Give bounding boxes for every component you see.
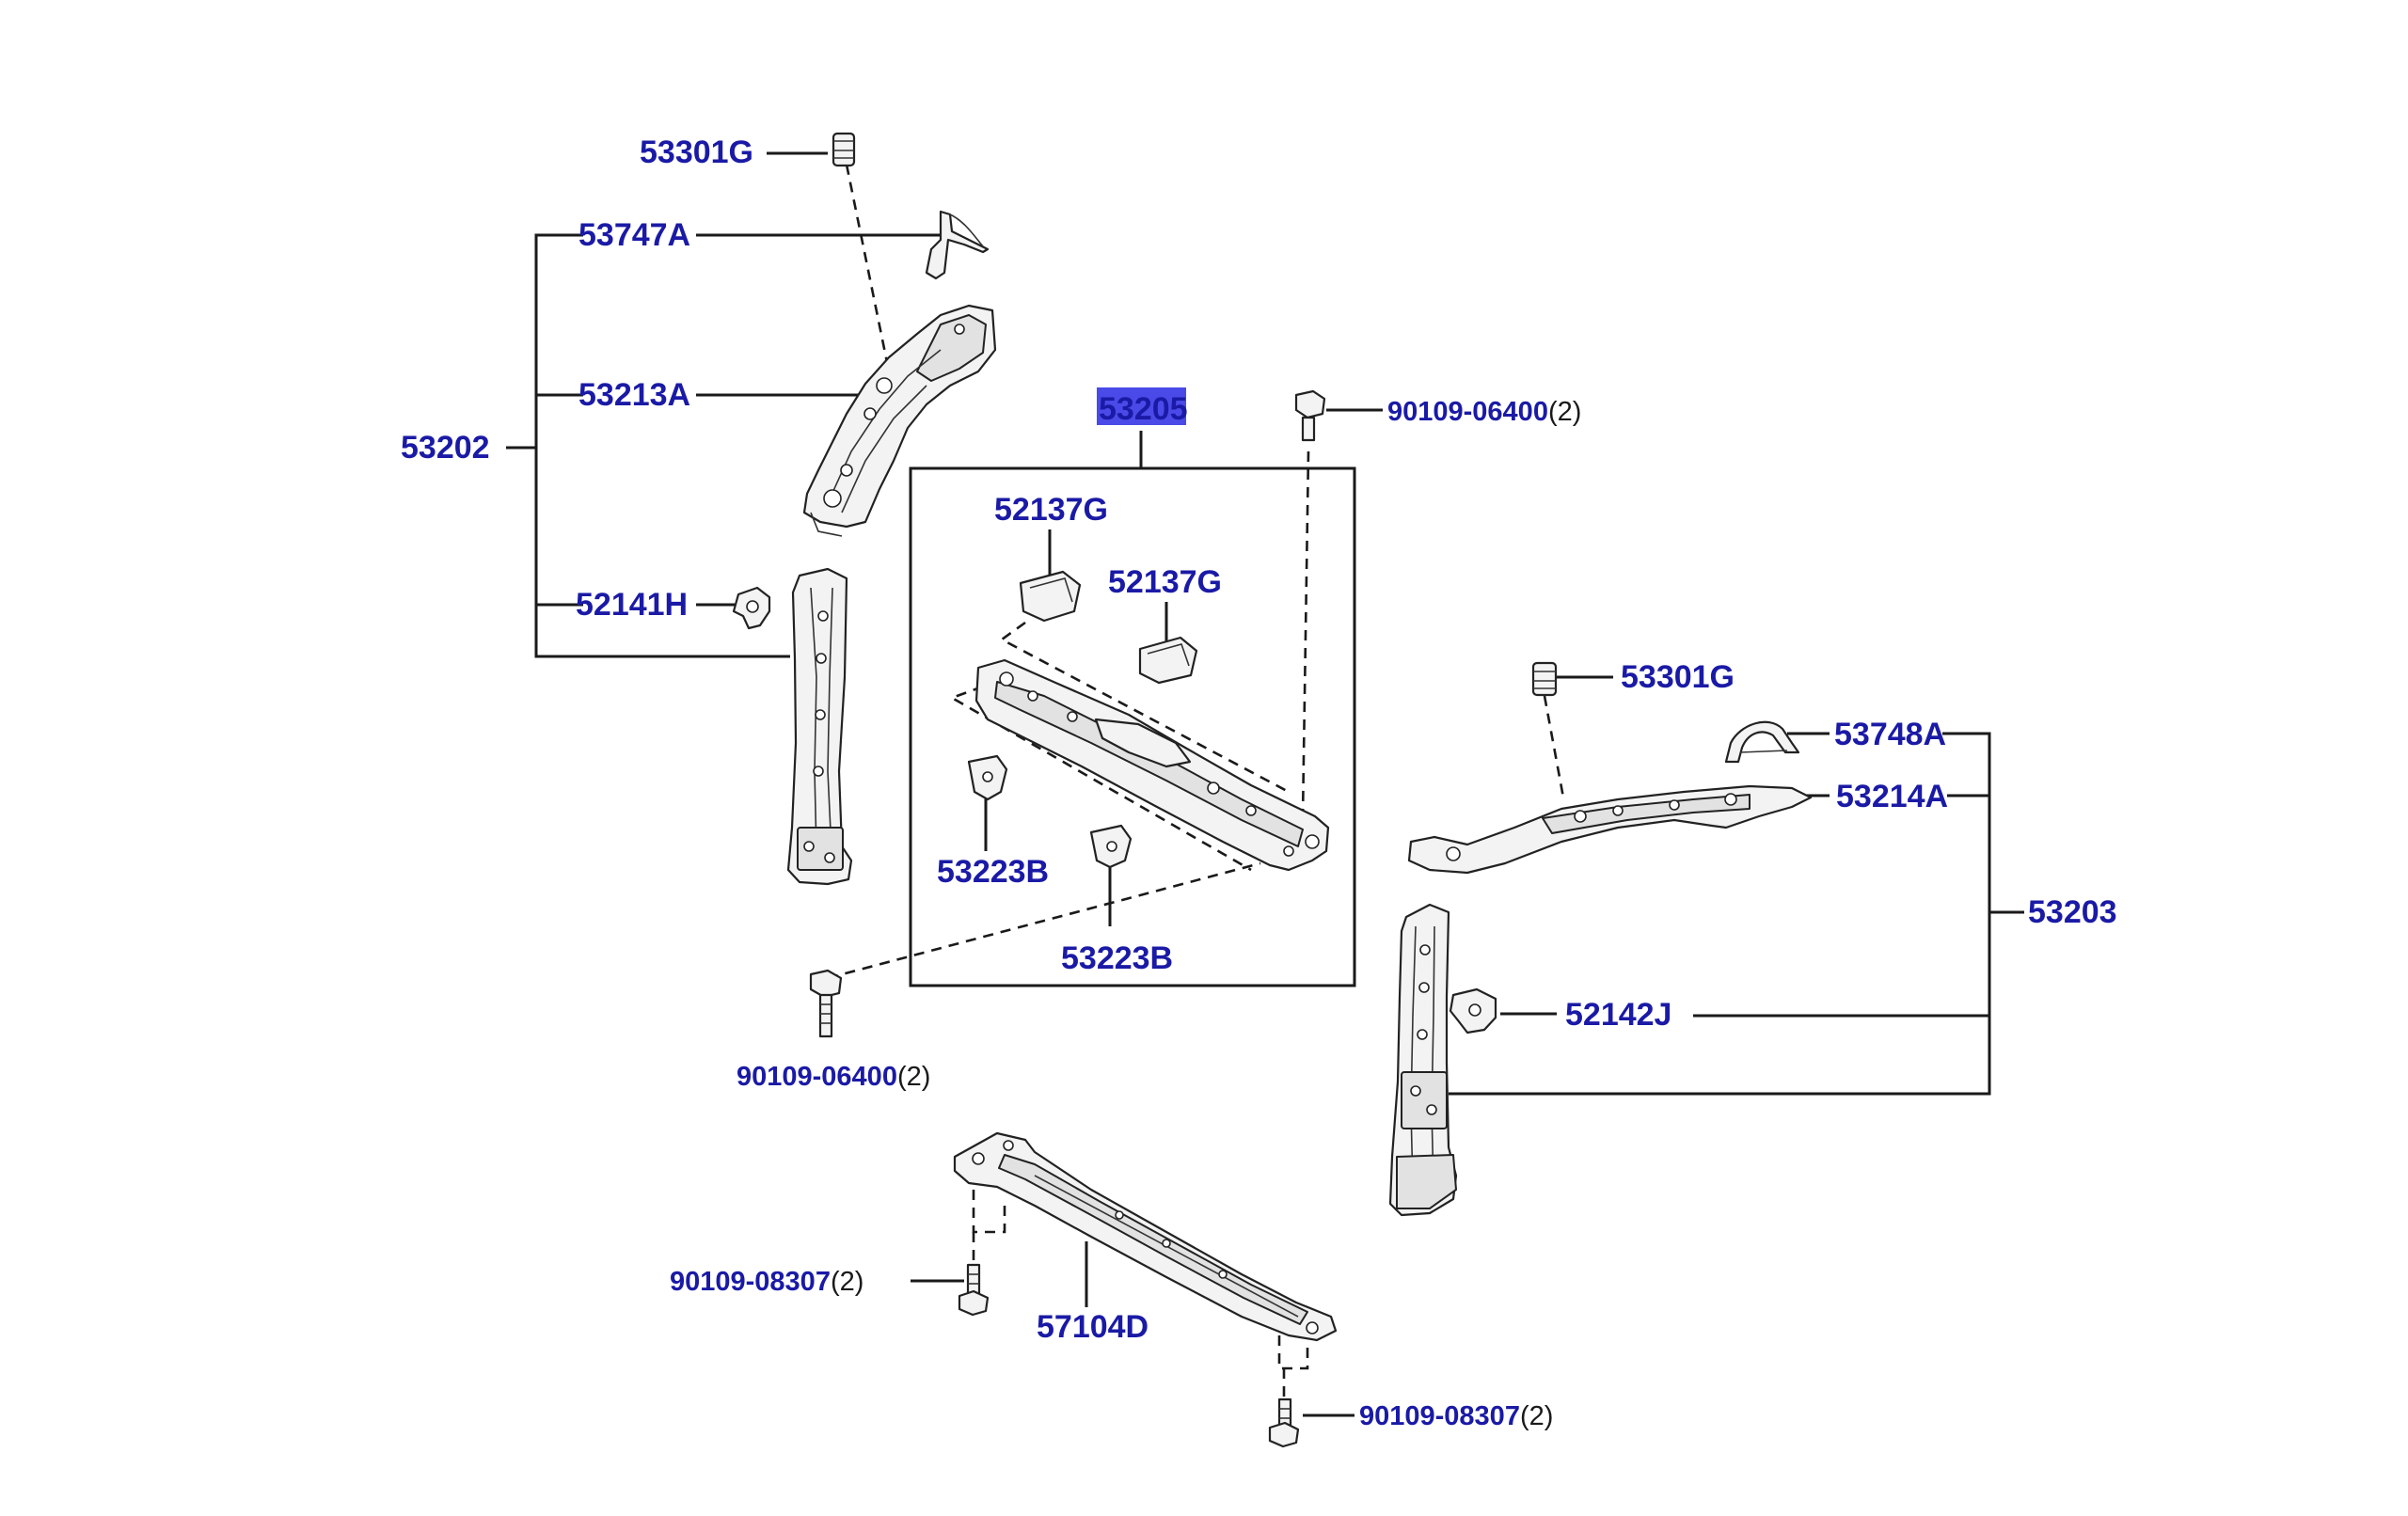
- label-52137g-1[interactable]: 52137G: [994, 492, 1108, 528]
- part-number: 90109-06400: [1387, 397, 1548, 427]
- label-90109-06400-mid[interactable]: 90109-06400(2): [737, 1062, 930, 1092]
- bump-stop-53301g-left: [832, 132, 856, 167]
- label-90109-08307-left[interactable]: 90109-08307(2): [670, 1267, 863, 1297]
- lower-member-57104d: [911, 1131, 1354, 1417]
- part-labels: 53301G 53747A 53213A 53202 52141H 53205 …: [401, 134, 2117, 1431]
- bracket-53223b-2: [1089, 824, 1133, 869]
- part-number: 90109-08307: [670, 1267, 831, 1297]
- label-53203[interactable]: 53203: [2028, 894, 2117, 930]
- center-assembly-53205: [809, 387, 1383, 1038]
- clip-53748a: [1724, 720, 1800, 764]
- label-52141h[interactable]: 52141H: [576, 587, 688, 623]
- right-support-group: [1388, 661, 2024, 1217]
- part-number: 90109-06400: [737, 1062, 897, 1092]
- label-53214a[interactable]: 53214A: [1836, 779, 1948, 814]
- label-53748a[interactable]: 53748A: [1834, 717, 1946, 752]
- label-90109-06400-top[interactable]: 90109-06400(2): [1387, 397, 1581, 427]
- right-vertical-pillar: [1388, 903, 1458, 1217]
- upper-member-53213a: [802, 304, 997, 537]
- label-53223b-1[interactable]: 53223B: [937, 854, 1049, 890]
- bump-stop-53301g-right: [1531, 661, 1558, 697]
- label-52137g-2[interactable]: 52137G: [1108, 564, 1222, 600]
- part-number: 90109-08307: [1359, 1401, 1520, 1431]
- bolt-90109-08307-right: [1268, 1398, 1300, 1448]
- quantity: (2): [897, 1062, 930, 1092]
- quantity: (2): [1520, 1401, 1553, 1431]
- upper-member-53214a: [1407, 784, 1813, 875]
- quantity: (2): [1548, 397, 1581, 427]
- label-53301g-right[interactable]: 53301G: [1621, 659, 1735, 695]
- left-support-group: [506, 132, 997, 886]
- bracket-53223b-1: [967, 754, 1008, 801]
- bolt-90109-08307-left: [958, 1263, 990, 1317]
- label-53747a[interactable]: 53747A: [578, 217, 690, 253]
- pad-52137g-1: [1019, 570, 1082, 623]
- label-53202[interactable]: 53202: [401, 430, 490, 466]
- label-53301g-left[interactable]: 53301G: [640, 134, 753, 170]
- label-57104d[interactable]: 57104D: [1037, 1309, 1149, 1345]
- crossmember-53205: [974, 658, 1330, 872]
- label-53205[interactable]: 53205: [1099, 391, 1188, 427]
- quantity: (2): [831, 1267, 863, 1297]
- bracket-52142j: [1449, 987, 1497, 1034]
- pad-52137g-2: [1138, 636, 1198, 685]
- label-90109-08307-right[interactable]: 90109-08307(2): [1359, 1401, 1553, 1431]
- label-53223b-2[interactable]: 53223B: [1061, 940, 1173, 976]
- label-53213a[interactable]: 53213A: [578, 377, 690, 413]
- bracket-52141h: [732, 586, 771, 630]
- clip-53747a: [925, 210, 990, 280]
- left-vertical-pillar: [786, 567, 853, 886]
- bolt-90109-06400-top: [1294, 389, 1326, 442]
- label-52142j[interactable]: 52142J: [1565, 997, 1671, 1033]
- bolt-90109-06400-mid: [809, 969, 843, 1038]
